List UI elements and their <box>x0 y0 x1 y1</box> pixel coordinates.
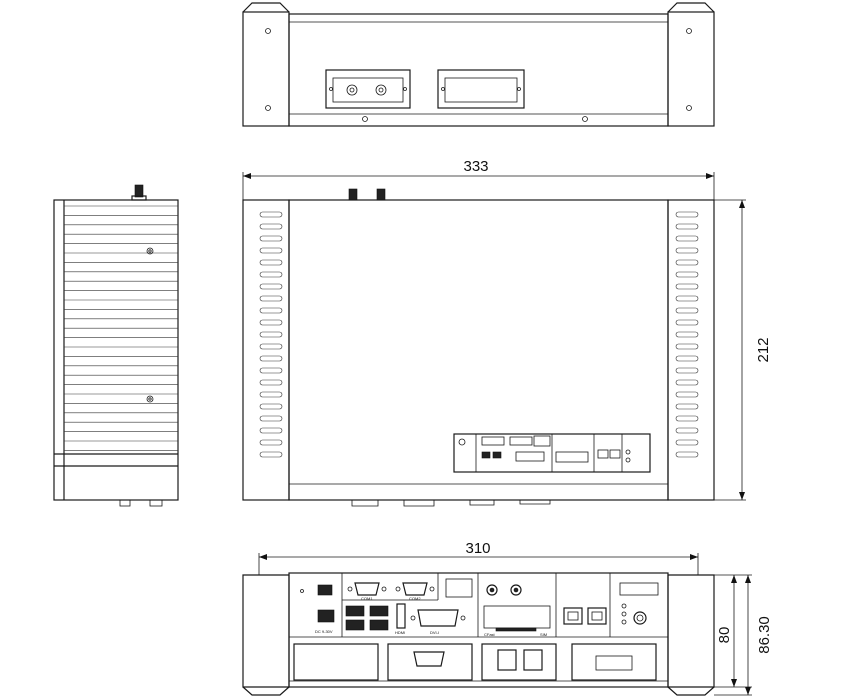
vent-slot <box>675 283 699 290</box>
vent-slot <box>259 247 283 254</box>
cfast-label: CFast <box>484 632 496 637</box>
vent-slot <box>675 391 699 398</box>
dimension-width-front: 310 <box>258 540 699 575</box>
vent-slot <box>675 343 699 350</box>
com2-label: COM2 <box>409 596 421 601</box>
vent-slot <box>675 451 699 458</box>
vent-slot <box>259 271 283 278</box>
vent-slot <box>259 355 283 362</box>
vent-slot <box>675 367 699 374</box>
vent-slot <box>259 415 283 422</box>
vent-slot <box>675 355 699 362</box>
vent-slot <box>259 343 283 350</box>
dimension-height-top: 212 <box>714 199 772 501</box>
vent-slot <box>259 379 283 386</box>
dim-310-label: 310 <box>465 540 490 557</box>
vent-slot <box>259 439 283 446</box>
vent-slot <box>675 211 699 218</box>
vent-slot <box>675 223 699 230</box>
dim-212-label: 212 <box>755 337 772 362</box>
vent-slot <box>259 259 283 266</box>
vent-slot <box>675 235 699 242</box>
vent-slot <box>675 403 699 410</box>
vent-slot <box>675 439 699 446</box>
vent-slot <box>259 367 283 374</box>
rear-view <box>242 2 715 127</box>
com1-label: COM1 <box>361 596 373 601</box>
vent-slot <box>259 295 283 302</box>
top-view <box>242 188 715 507</box>
vent-slot <box>259 223 283 230</box>
dimension-height-front: 80 86.30 <box>714 574 773 696</box>
vent-slot <box>675 271 699 278</box>
vent-slot <box>259 283 283 290</box>
vent-slot <box>675 415 699 422</box>
vent-slot <box>675 295 699 302</box>
vent-slot <box>259 307 283 314</box>
vent-slot <box>259 403 283 410</box>
vent-slot <box>259 235 283 242</box>
vent-slot <box>675 307 699 314</box>
vent-slot <box>675 427 699 434</box>
front-view: DC 9-30V COM1 COM2 HDMI DVI-I CFast SIM <box>242 572 715 696</box>
dc-label: DC 9-30V <box>315 629 333 634</box>
dim-333-label: 333 <box>463 158 488 175</box>
dim-80-label: 80 <box>716 627 733 644</box>
vent-slot <box>259 211 283 218</box>
dim-86-label: 86.30 <box>756 616 773 654</box>
vent-slot <box>259 391 283 398</box>
vent-slot <box>675 379 699 386</box>
vent-slot <box>675 259 699 266</box>
vent-slot <box>675 247 699 254</box>
hdmi-label: HDMI <box>395 630 405 635</box>
side-view <box>53 184 179 507</box>
dimension-width-top: 333 <box>242 158 715 200</box>
vent-slot <box>259 451 283 458</box>
vent-slot <box>259 427 283 434</box>
sim-label: SIM <box>540 632 547 637</box>
vent-slot <box>675 319 699 326</box>
dvi-label: DVI-I <box>430 630 439 635</box>
vent-slot <box>259 319 283 326</box>
vent-slot <box>675 331 699 338</box>
vent-slot <box>259 331 283 338</box>
